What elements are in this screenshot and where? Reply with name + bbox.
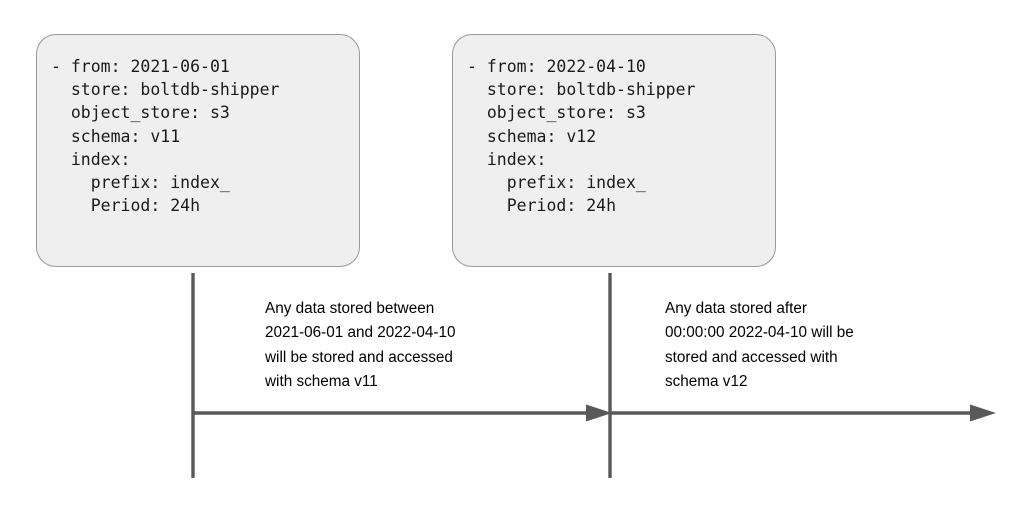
- timeline-arrowhead-v11: [586, 404, 612, 422]
- annotation-v12-range: Any data stored after 00:00:00 2022-04-1…: [665, 300, 854, 391]
- config-code-schema-v12: - from: 2022-04-10 store: boltdb-shipper…: [467, 57, 696, 216]
- config-box-schema-v11: - from: 2021-06-01 store: boltdb-shipper…: [36, 34, 360, 267]
- config-box-schema-v12: - from: 2022-04-10 store: boltdb-shipper…: [452, 34, 776, 267]
- annotation-v11-range: Any data stored between 2021-06-01 and 2…: [265, 300, 456, 391]
- config-code-schema-v11: - from: 2021-06-01 store: boltdb-shipper…: [51, 57, 280, 216]
- timeline-arrowhead-v12: [970, 404, 996, 422]
